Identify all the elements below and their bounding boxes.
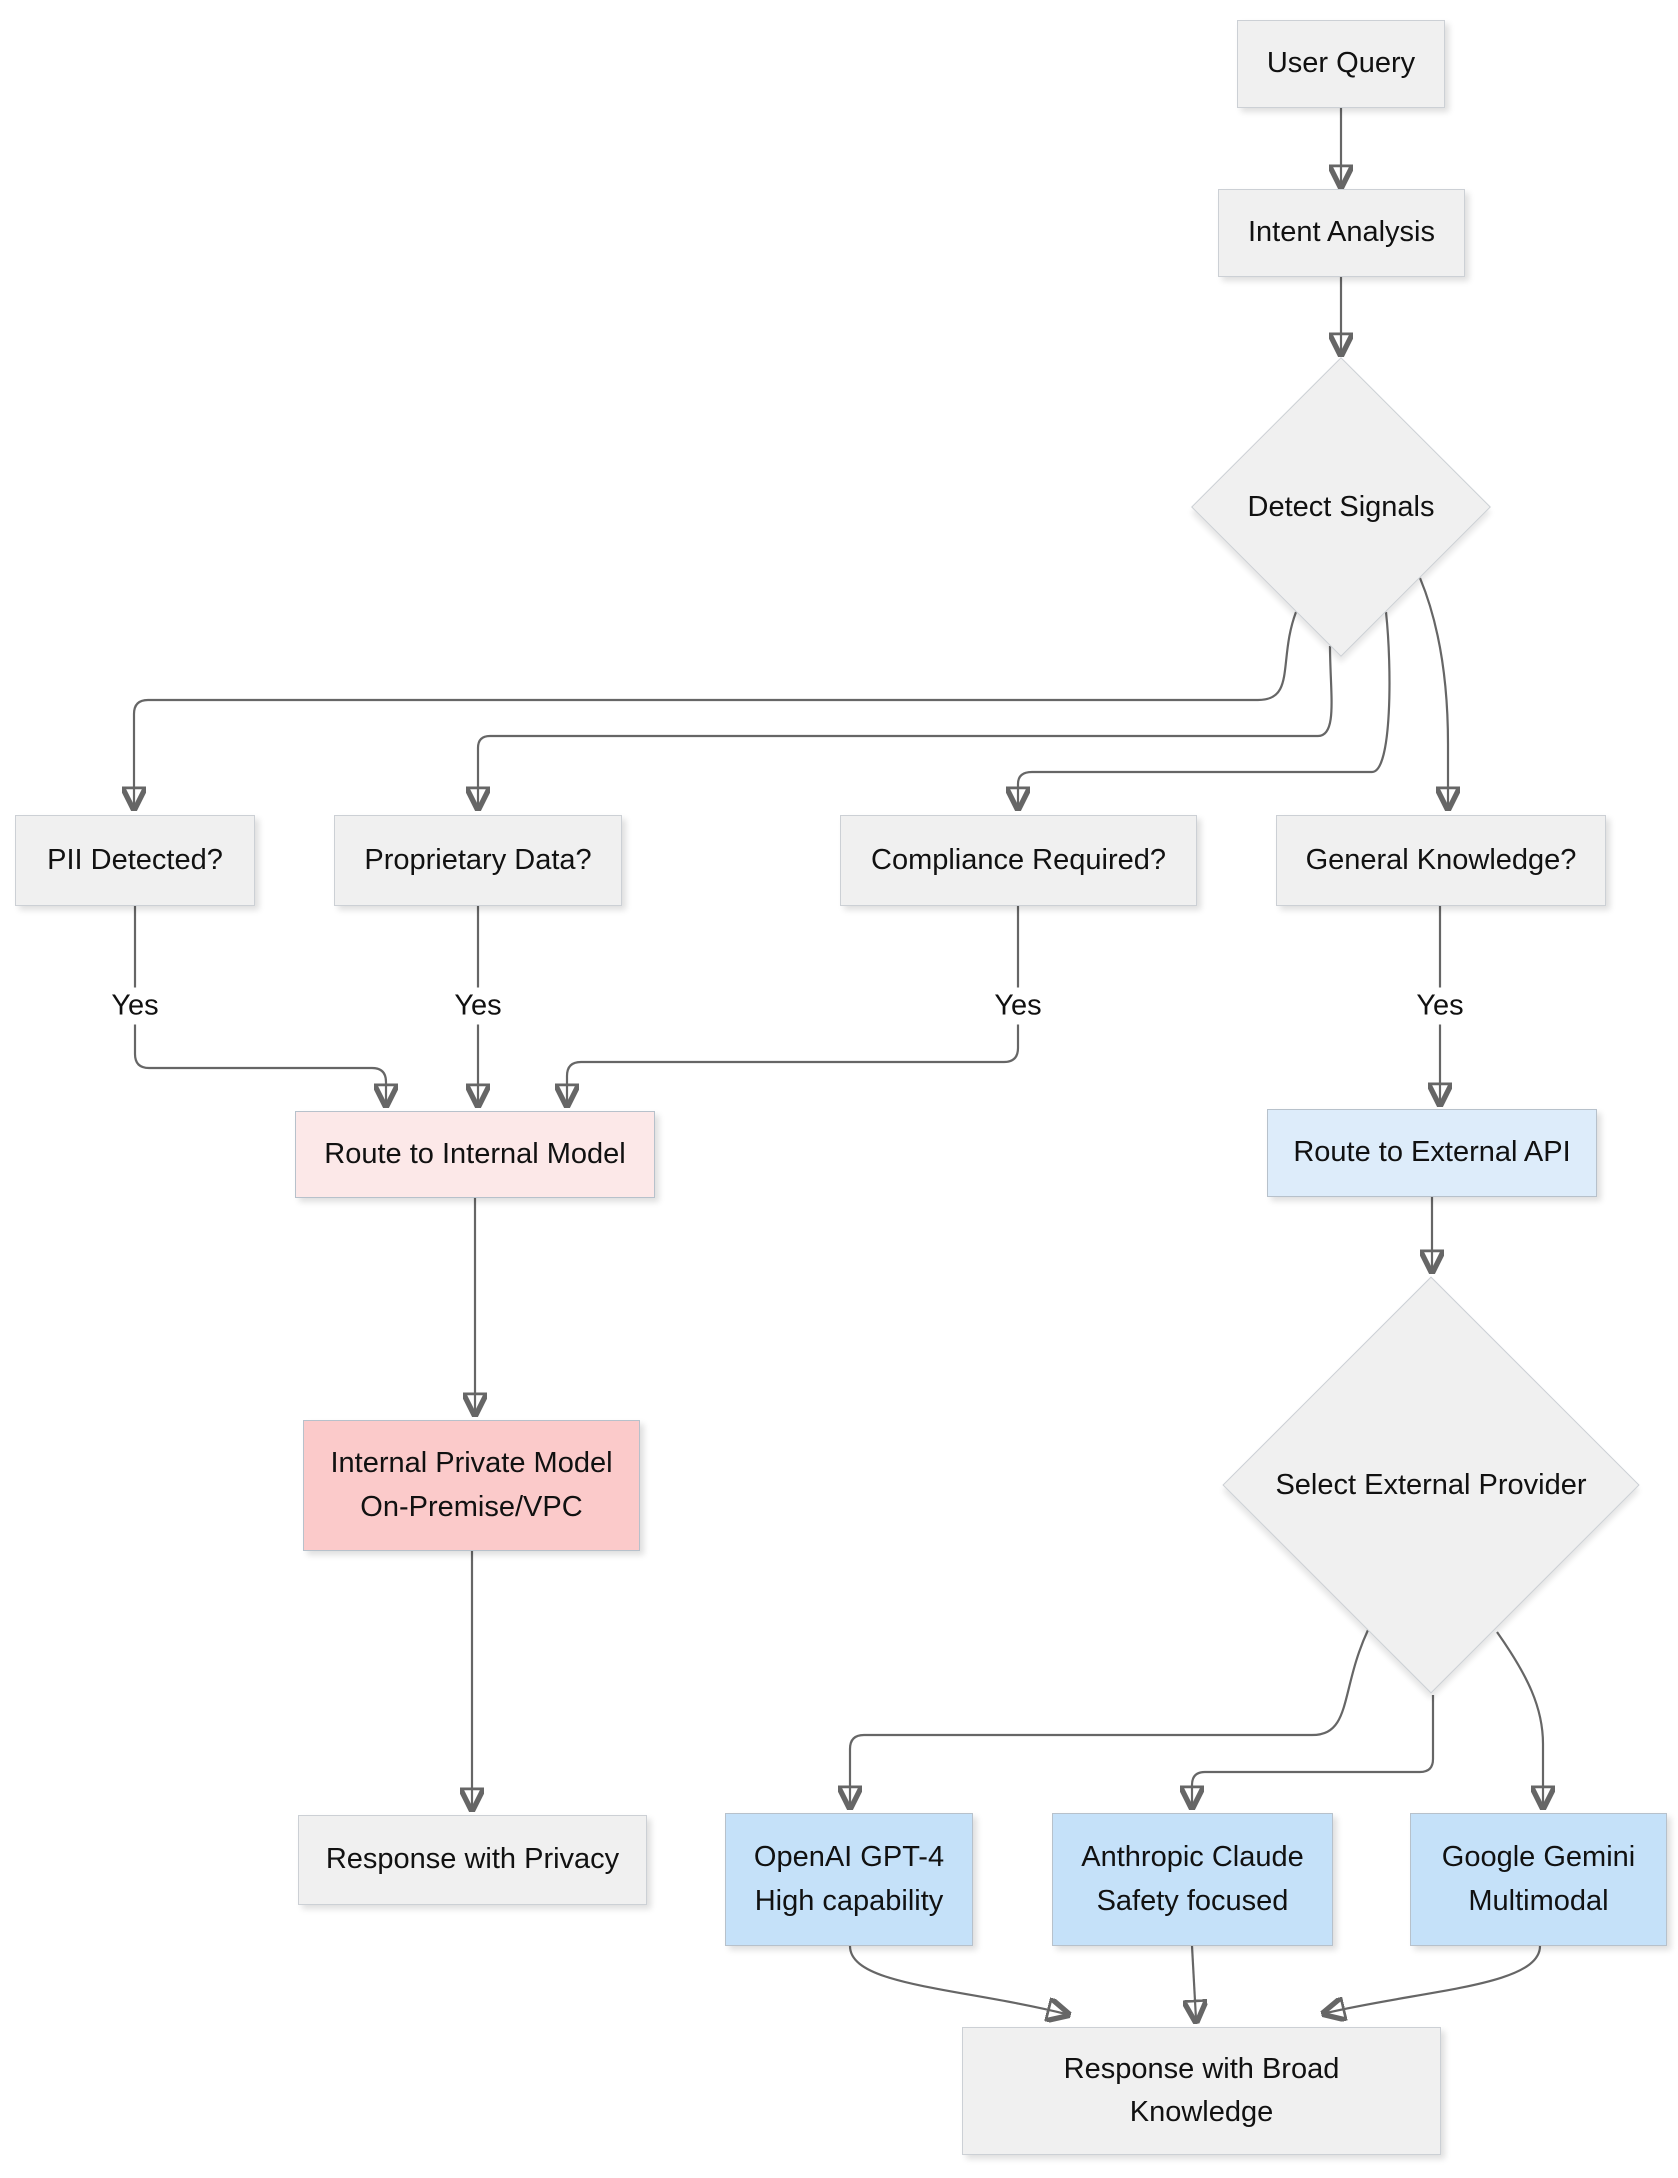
node-compliance-required: Compliance Required? xyxy=(840,815,1197,906)
edge-compliance-yes-routeinternal xyxy=(567,906,1020,1103)
edge-openai-responsebroad xyxy=(848,1945,1066,2014)
node-label: Compliance Required? xyxy=(871,843,1166,876)
node-response-with-privacy: Response with Privacy xyxy=(298,1815,647,1905)
edge-google-responsebroad xyxy=(1326,1945,1542,2013)
edge-selectprovider-anthropic xyxy=(1192,1695,1435,1805)
node-label: Detect Signals xyxy=(1247,490,1435,523)
node-general-knowledge: General Knowledge? xyxy=(1276,815,1606,906)
edge-detect-pii xyxy=(134,611,1298,806)
node-google-gemini: Google Gemini Multimodal xyxy=(1410,1813,1667,1946)
node-label: Route to External API xyxy=(1293,1136,1571,1169)
node-anthropic-claude: Anthropic Claude Safety focused xyxy=(1052,1813,1333,1946)
node-label: General Knowledge? xyxy=(1305,843,1577,876)
node-route-to-internal-model: Route to Internal Model xyxy=(295,1111,655,1198)
edge-selectprovider-google xyxy=(1496,1631,1543,1805)
edge-detect-general xyxy=(1418,577,1448,806)
node-label: OpenAI GPT-4 High capability xyxy=(753,1841,945,1917)
node-pii-detected: PII Detected? xyxy=(15,815,255,906)
node-label: Anthropic Claude Safety focused xyxy=(1081,1841,1304,1917)
node-label: Intent Analysis xyxy=(1248,216,1435,249)
node-label: Select External Provider xyxy=(1275,1468,1587,1501)
node-proprietary-data: Proprietary Data? xyxy=(334,815,622,906)
node-label: Google Gemini Multimodal xyxy=(1441,1841,1636,1917)
node-detect-signals-decision: Detect Signals xyxy=(1191,357,1491,657)
edge-label-yes-general: Yes xyxy=(1406,987,1474,1025)
node-user-query: User Query xyxy=(1237,20,1445,108)
node-response-with-broad-knowledge: Response with Broad Knowledge xyxy=(962,2027,1441,2155)
node-internal-private-model: Internal Private Model On-Premise/VPC xyxy=(303,1420,640,1551)
edge-label-yes-compliance: Yes xyxy=(984,987,1052,1025)
node-route-to-external-api: Route to External API xyxy=(1267,1109,1597,1197)
edge-pii-yes-routeinternal xyxy=(133,906,386,1103)
node-label: Response with Privacy xyxy=(325,1843,620,1876)
node-label: User Query xyxy=(1266,47,1416,80)
edge-anthropic-responsebroad xyxy=(1192,1945,1196,2019)
edge-label-yes-pii: Yes xyxy=(101,987,169,1025)
node-openai-gpt4: OpenAI GPT-4 High capability xyxy=(725,1813,973,1946)
edge-detect-compliance xyxy=(1018,611,1391,806)
edge-selectprovider-openai xyxy=(850,1629,1369,1805)
node-label: Proprietary Data? xyxy=(364,843,592,876)
node-label: PII Detected? xyxy=(47,843,223,876)
node-label: Response with Broad Knowledge xyxy=(1063,2052,1340,2129)
edge-detect-proprietary xyxy=(478,645,1333,806)
node-label: Internal Private Model On-Premise/VPC xyxy=(330,1447,613,1523)
node-label: Route to Internal Model xyxy=(324,1137,626,1170)
node-intent-analysis: Intent Analysis xyxy=(1218,189,1465,277)
edge-label-yes-proprietary: Yes xyxy=(444,987,512,1025)
node-select-external-provider-decision: Select External Provider xyxy=(1222,1276,1640,1694)
